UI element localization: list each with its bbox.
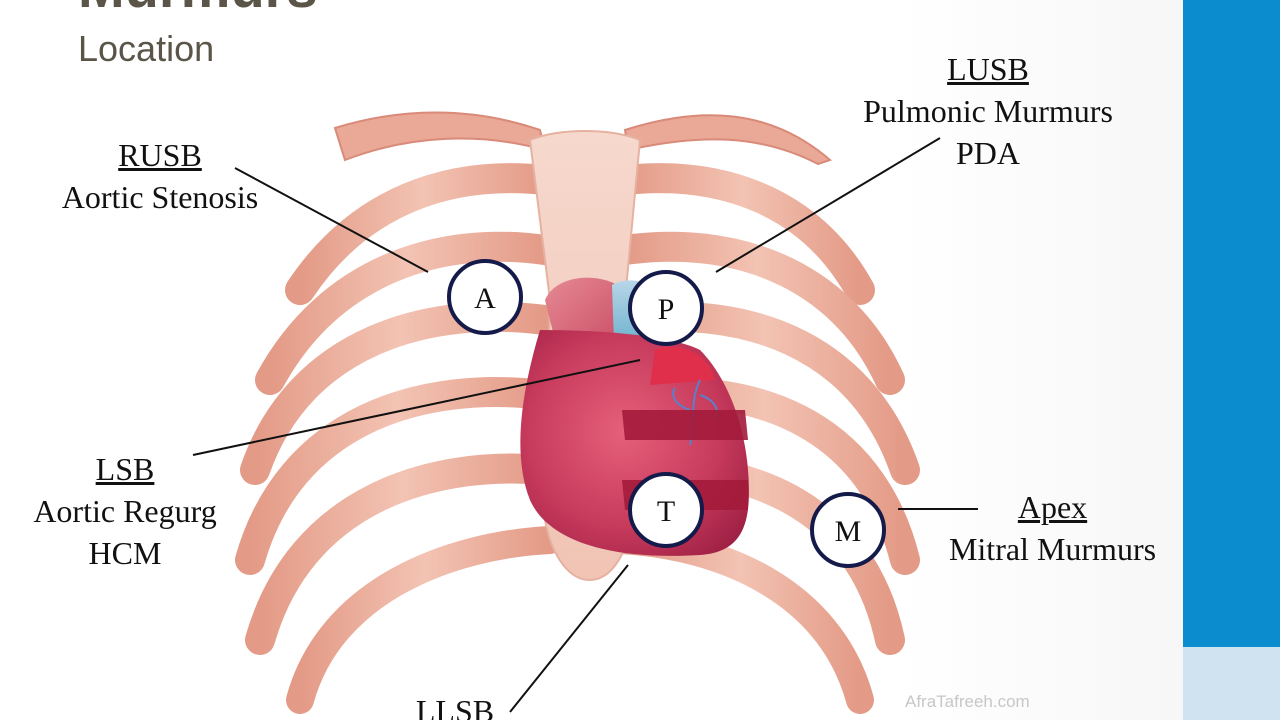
label-lsb-line-1: Aortic Regurg [33,493,217,529]
accent-bar [1183,0,1280,647]
heart [520,277,749,556]
slide-subtitle: Location [78,28,215,69]
heart-stripe-1 [622,410,748,440]
label-lsb-line-2: HCM [88,535,162,571]
label-lusb-heading: LUSB [947,51,1029,87]
circle-P-letter: P [658,293,675,326]
label-apex-line-1: Mitral Murmurs [948,531,1157,567]
circle-T-letter: T [657,495,675,528]
label-apex: Apex Mitral Murmurs [925,486,1180,570]
accent-bar-footer [1183,647,1280,720]
left-atrium [650,346,715,385]
circle-M-letter: M [835,515,862,548]
circle-T: T [628,472,704,548]
label-lusb-line-2: PDA [955,135,1020,171]
circle-P: P [628,270,704,346]
chest-diagram: A P T M [192,111,978,714]
circle-A-letter: A [474,282,496,315]
label-lusb: LUSB Pulmonic Murmurs PDA [838,48,1138,174]
right-clavicle [333,111,547,162]
label-lusb-line-1: Pulmonic Murmurs [863,93,1113,129]
label-llsb: LLSB [390,690,520,720]
leader-lines [192,137,978,713]
watermark: AfraTafreeh.com [905,692,1030,711]
label-rusb-heading: RUSB [118,137,202,173]
label-rusb-line-1: Aortic Stenosis [61,179,259,215]
label-lsb: LSB Aortic Regurg HCM [15,448,235,574]
label-apex-heading: Apex [1017,489,1088,525]
label-lsb-heading: LSB [95,451,155,487]
left-clavicle [623,114,832,166]
circle-A: A [447,259,523,335]
slide-title: Murmurs [78,0,318,16]
label-rusb: RUSB Aortic Stenosis [30,134,290,218]
label-llsb-heading: LLSB [415,693,495,720]
circle-M: M [810,492,886,568]
